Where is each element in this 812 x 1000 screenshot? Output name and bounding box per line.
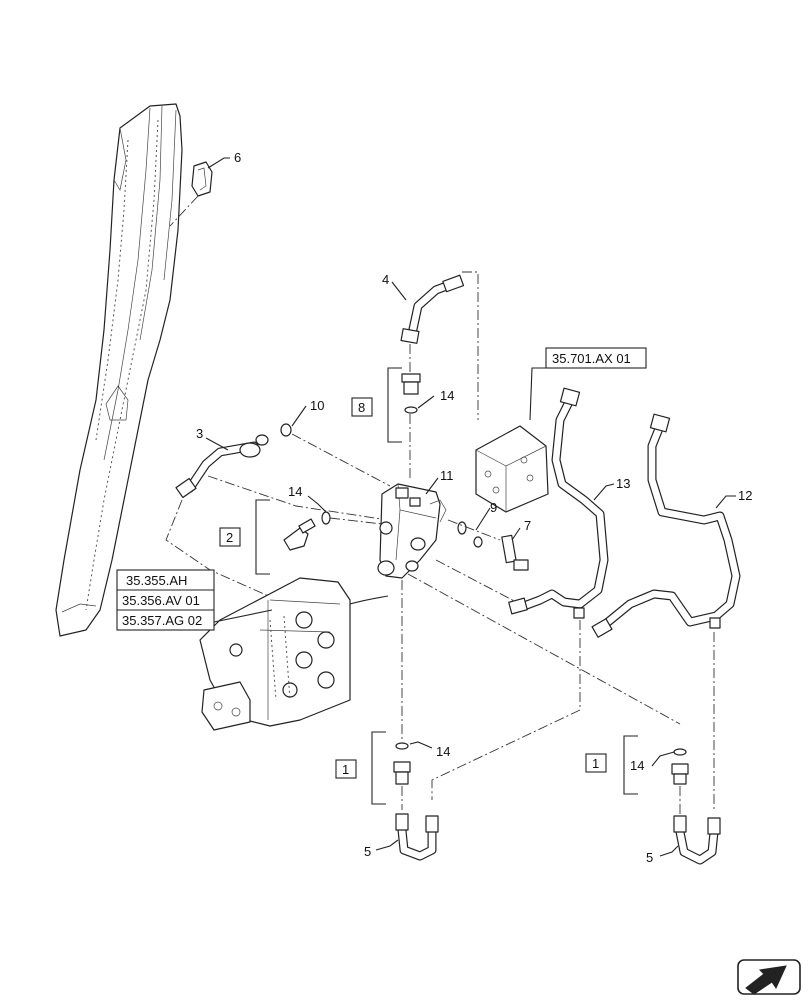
callout-line-13: [593, 483, 615, 501]
boom-arm: [55, 103, 183, 637]
callout-box-2: [219, 527, 241, 547]
callout-line-12: [715, 495, 736, 509]
clip-part: [191, 161, 213, 197]
control-valve-body: [199, 577, 351, 731]
tube-part-13: [508, 387, 609, 619]
leader-valve-tube13: [435, 559, 521, 605]
bracket-part-1-left: [371, 731, 386, 805]
callout-line-4: [391, 281, 407, 301]
callout-14: 14: [630, 758, 644, 773]
leader-sensor2-valve: [329, 517, 383, 525]
callout-14: 14: [436, 744, 450, 759]
leader-tube3-down: [165, 499, 301, 611]
callout-line-11: [425, 477, 439, 495]
callout-line-6: [207, 157, 230, 169]
callout-line-14b: [307, 495, 327, 513]
callout-line-3: [205, 437, 229, 451]
callout-7: 7: [524, 518, 531, 533]
callout-5: 5: [364, 844, 371, 859]
reference-label: 35.356.AV 01: [122, 593, 200, 608]
callout-line-7: [511, 527, 521, 541]
callout-line-10: [291, 405, 307, 427]
tube-part-3: [175, 434, 269, 499]
manifold-block: [475, 425, 549, 513]
tube-part-12: [591, 413, 741, 638]
plug-part-10: [280, 423, 292, 437]
leader-control-valve: [213, 609, 273, 623]
arrow-icon: [737, 959, 801, 995]
callout-4: 4: [382, 272, 389, 287]
tube-part-4: [400, 274, 465, 344]
leader-plug10-valve: [291, 433, 391, 487]
reference-label: 35.355.AH: [126, 573, 187, 588]
callout-11: 11: [440, 468, 454, 483]
leader-block-label: [529, 367, 546, 421]
callout-6: 6: [234, 150, 241, 165]
reference-box-block: [545, 347, 647, 369]
callout-13: 13: [616, 476, 630, 491]
callout-3: 3: [196, 426, 203, 441]
callout-box-1-right: [585, 753, 607, 773]
callout-line-5b: [659, 845, 679, 857]
callout-14: 14: [440, 388, 454, 403]
sensor-part-2: [283, 511, 331, 551]
fitting-bottom-right: [671, 748, 689, 785]
tube-part-5-left: [395, 813, 439, 861]
callout-10: 10: [310, 398, 324, 413]
callout-box-8: [351, 397, 373, 417]
callout-line-14a: [417, 395, 435, 409]
callout-1: 1: [342, 762, 349, 777]
callout-line-9: [475, 507, 491, 531]
callout-box-1-left: [335, 759, 357, 779]
callout-9: 9: [490, 500, 497, 515]
leader-clip-to-arm: [169, 195, 199, 227]
leader-bolt-valve: [447, 519, 501, 541]
callout-line-5a: [375, 839, 399, 851]
reference-box-valve: [116, 569, 215, 631]
fitting-bottom-left: [393, 742, 411, 785]
callout-5: 5: [646, 850, 653, 865]
bracket-part-1-right: [623, 735, 638, 795]
bracket-part-2: [255, 499, 270, 575]
callout-8: 8: [358, 400, 365, 415]
leader-tube4-block: [462, 271, 479, 420]
callout-14: 14: [288, 484, 302, 499]
leader-tube13-down: [431, 620, 581, 800]
callout-12: 12: [738, 488, 752, 503]
callout-line-14c: [409, 741, 433, 749]
fitting-part-8: [401, 373, 421, 414]
callout-1: 1: [592, 756, 599, 771]
washer-part-9: [457, 521, 483, 548]
valve-part-11: [377, 483, 447, 579]
bolt-part-7: [501, 534, 529, 571]
callout-line-14d: [651, 751, 675, 767]
reference-label: 35.701.AX 01: [552, 351, 631, 366]
leader-valve-right: [407, 573, 681, 725]
reference-label: 35.357.AG 02: [122, 613, 202, 628]
hose-squiggle: [349, 595, 389, 605]
tube-part-5-right: [673, 815, 721, 865]
callout-2: 2: [226, 530, 233, 545]
leader-tube3-valve: [207, 475, 389, 521]
bracket-part-8: [387, 367, 402, 443]
